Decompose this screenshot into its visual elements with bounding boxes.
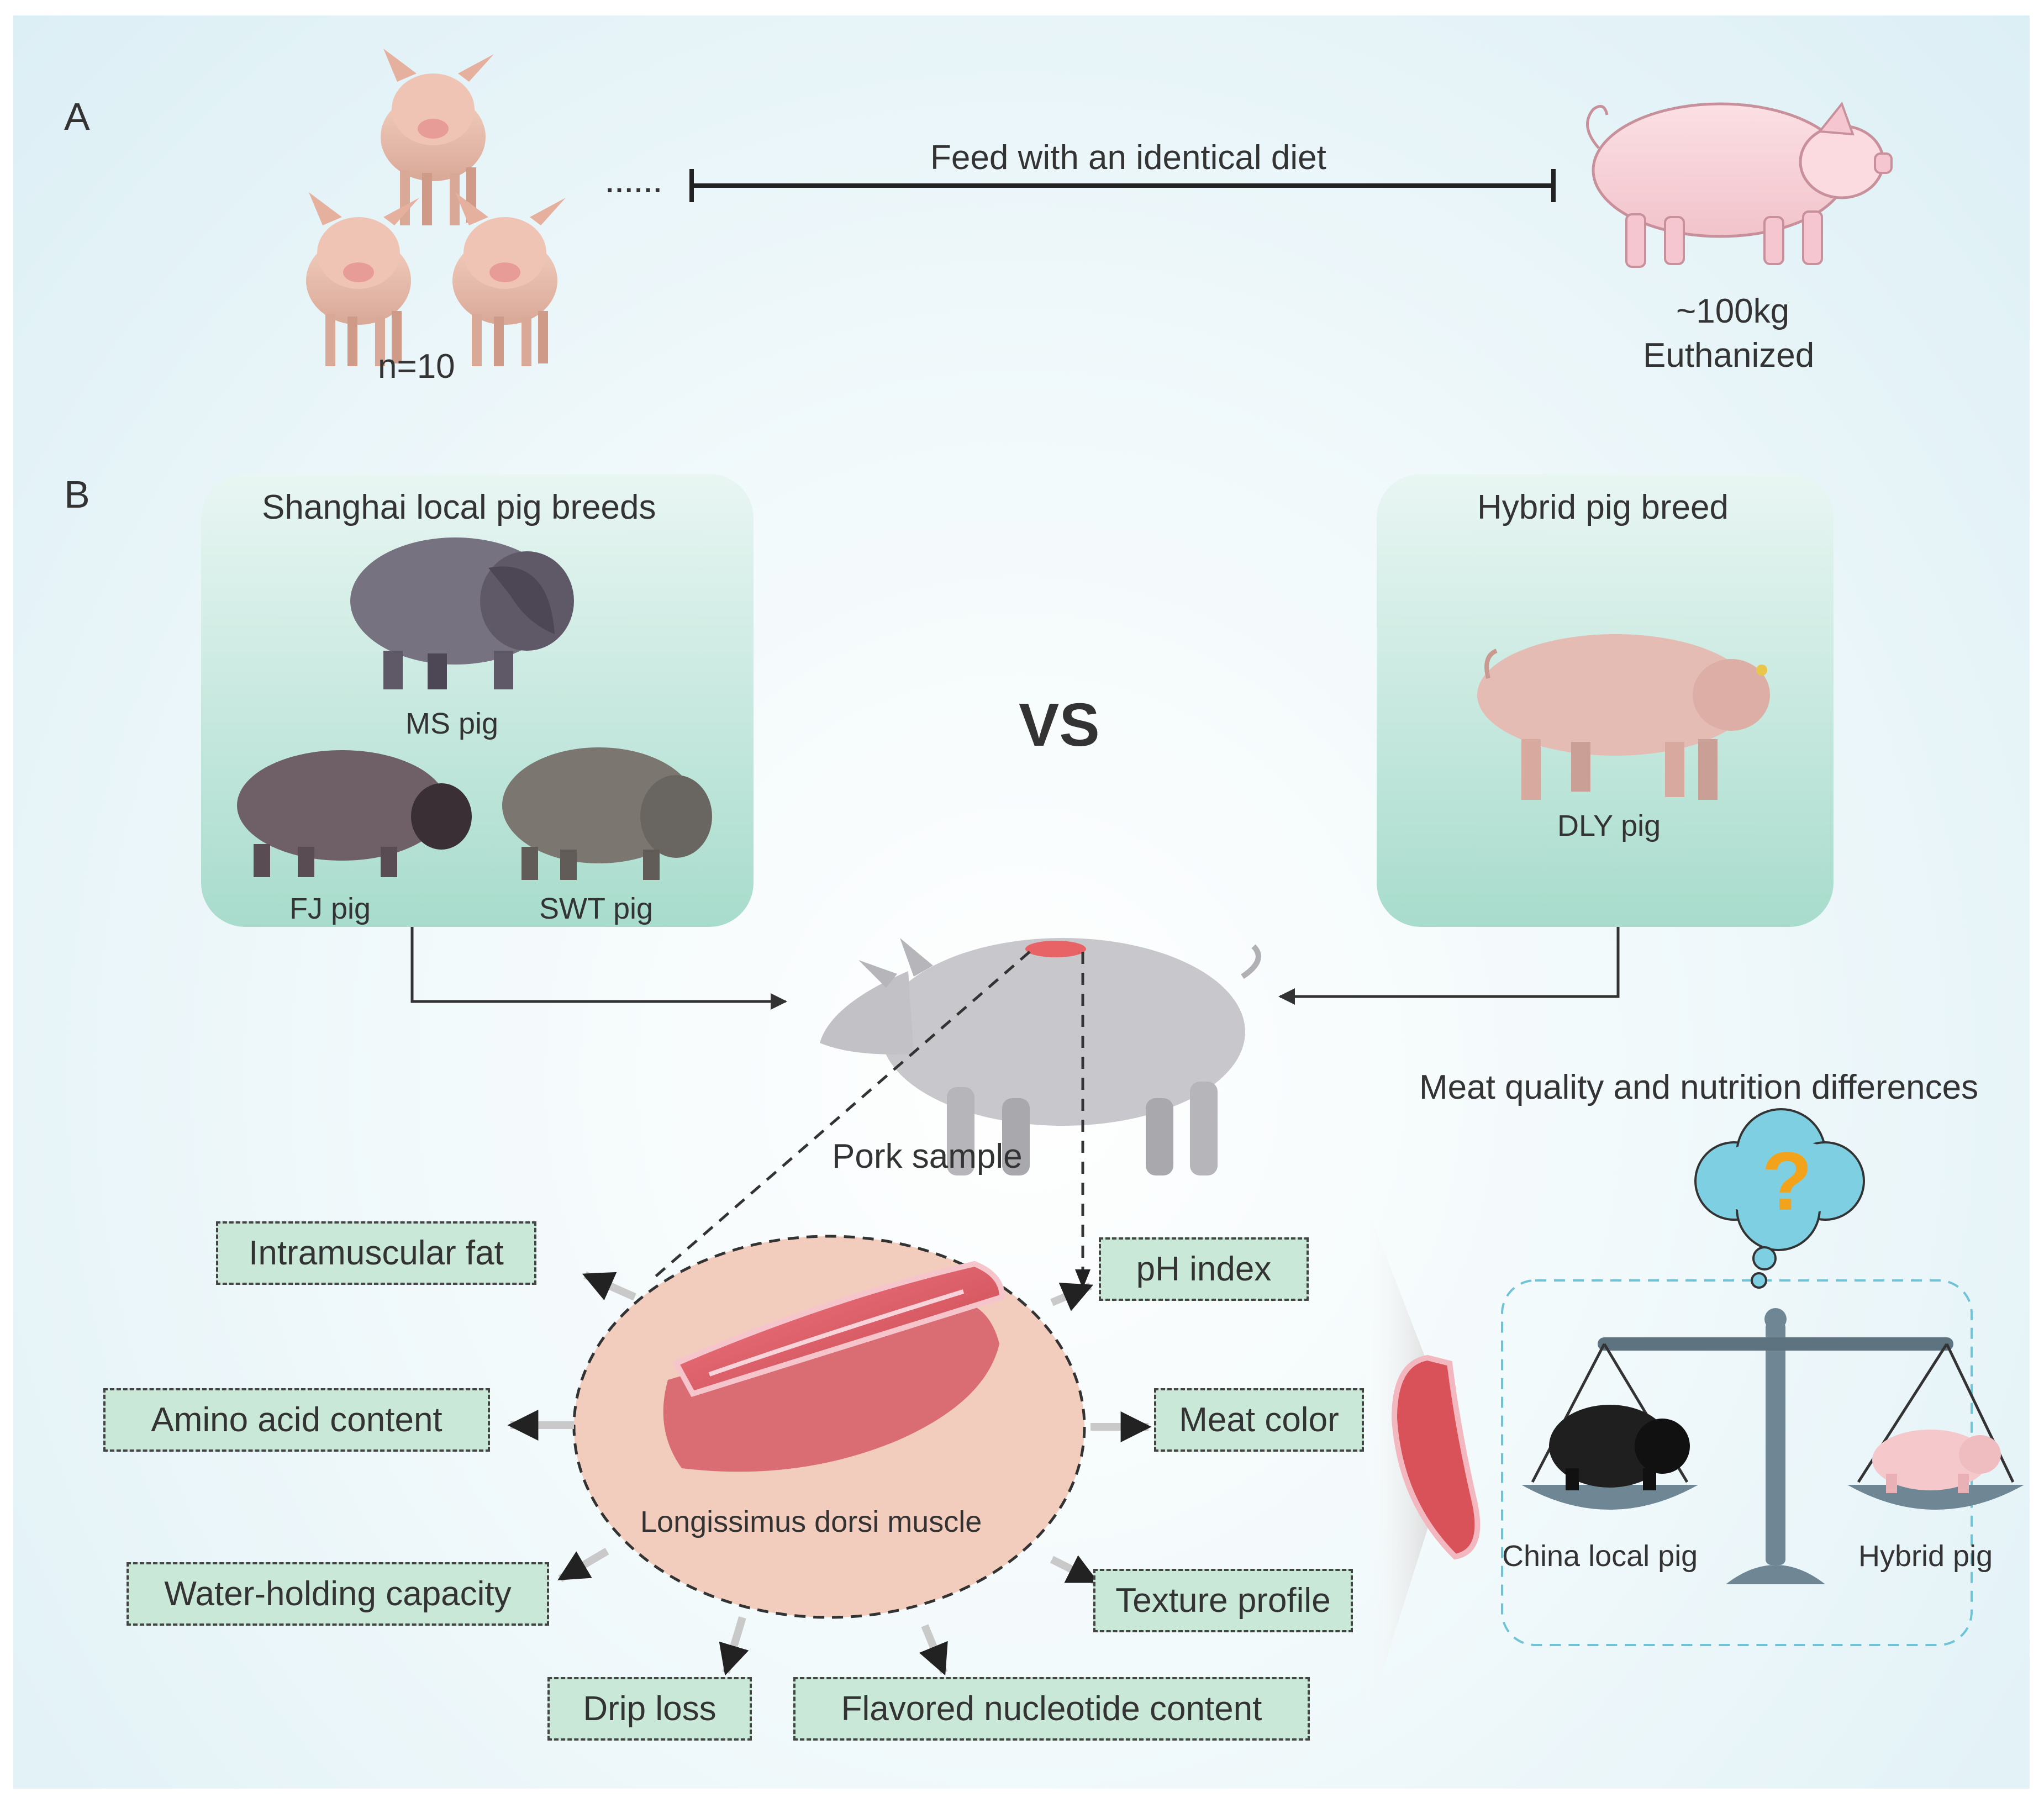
metric-intramuscular-fat: Intramuscular fat: [216, 1221, 536, 1285]
timeline-bar: [689, 169, 1556, 202]
vs-label: VS: [1019, 691, 1100, 759]
metric-water-holding-capacity: Water-holding capacity: [127, 1562, 549, 1626]
meat-piece-icon: [1391, 1354, 1481, 1560]
metric-texture-profile: Texture profile: [1093, 1569, 1353, 1632]
panel-b-label: B: [64, 473, 90, 516]
piglet-group: [306, 49, 566, 366]
loin-highlight: [1025, 941, 1086, 957]
dly-pig-label: DLY pig: [1557, 809, 1661, 842]
metric-amino-acid-content: Amino acid content: [103, 1388, 490, 1452]
metric-ph-index: pH index: [1099, 1237, 1309, 1301]
china-local-pig-label: China local pig: [1502, 1540, 1698, 1573]
hybrid-to-sample-arrow: [1278, 921, 1620, 1005]
arrow-texture: [1050, 1555, 1099, 1585]
piglet-icon: [381, 49, 494, 225]
grown-pig-icon: [1586, 101, 1893, 268]
hybrid-breed-title: Hybrid pig breed: [1477, 488, 1729, 526]
comparison-beam: [1361, 1192, 1427, 1739]
metric-meat-color: Meat color: [1154, 1388, 1364, 1452]
panel-a-label: A: [64, 95, 90, 138]
hybrid-breed-box: [1377, 474, 1834, 927]
metric-flavored-nucleotide-content: Flavored nucleotide content: [793, 1677, 1310, 1741]
arrow-drip-loss: [719, 1616, 749, 1676]
fj-pig-label: FJ pig: [289, 892, 371, 925]
comparison-title: Meat quality and nutrition differences: [1419, 1068, 1979, 1106]
figure-canvas: A: [13, 15, 2030, 1789]
weight-label: ~100kg: [1676, 292, 1790, 330]
piglet-icon: [452, 192, 566, 366]
metric-drip-loss: Drip loss: [547, 1677, 752, 1741]
meat-slice-icon: [663, 1261, 1005, 1472]
continuation-dots: ......: [606, 169, 664, 198]
zoom-arrow-tip: [1075, 1269, 1091, 1289]
muscle-label: Longissimus dorsi muscle: [640, 1505, 982, 1538]
local-breeds-box: [201, 474, 754, 927]
arrow-ph: [1050, 1282, 1094, 1311]
hybrid-pig-label: Hybrid pig: [1858, 1540, 1993, 1573]
thought-cloud-icon: [1694, 1108, 1865, 1289]
diagram-graphics: [306, 49, 2024, 1739]
swt-pig-label: SWT pig: [539, 892, 654, 925]
piglet-icon: [306, 192, 419, 366]
pork-sample-label: Pork sample: [832, 1137, 1023, 1175]
pork-sample-pig-icon: [820, 938, 1261, 1175]
local-breeds-title: Shanghai local pig breeds: [262, 488, 656, 526]
piglet-count-label: n=10: [378, 347, 455, 386]
local-to-sample-arrow: [410, 921, 787, 1010]
hybrid-pig-icon: [1872, 1430, 2001, 1493]
china-local-pig-icon: [1549, 1405, 1690, 1490]
arrow-intramuscular-fat: [582, 1271, 636, 1301]
outcome-label: Euthanized: [1643, 336, 1815, 375]
arrow-nucleotide: [919, 1624, 948, 1676]
question-mark-icon: ?: [1762, 1135, 1813, 1227]
arrow-water-holding: [557, 1547, 609, 1583]
ms-pig-label: MS pig: [405, 707, 499, 740]
balance-scale-icon: [1521, 1308, 2024, 1584]
metric-arrows: [507, 1271, 1152, 1676]
timeline-label: Feed with an identical diet: [930, 139, 1326, 177]
